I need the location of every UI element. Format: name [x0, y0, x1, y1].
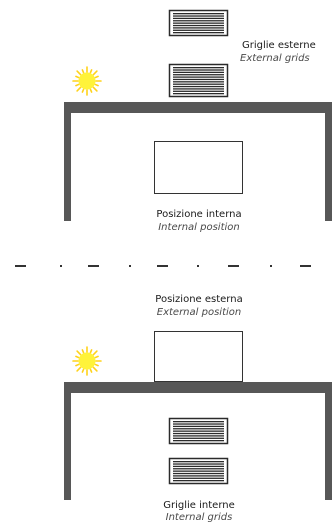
sun-ray — [81, 349, 85, 354]
grid-slat — [173, 472, 224, 475]
sun-ray — [89, 69, 93, 74]
sun-ray — [89, 349, 93, 354]
divider-line — [15, 265, 311, 267]
grid-icon — [168, 457, 229, 485]
sun-ray — [75, 75, 80, 79]
grid-icon — [168, 63, 229, 98]
sun-ray — [75, 355, 80, 359]
top-scene: Griglie esterne External grids Posizione… — [64, 9, 332, 233]
grid-slat — [173, 461, 224, 463]
grid-slat — [173, 477, 224, 479]
sun-ray — [89, 88, 93, 93]
grid-slat — [173, 475, 224, 477]
grid-slat — [173, 17, 224, 20]
grid-slat — [173, 93, 224, 95]
sun-ray — [76, 366, 82, 372]
grid-icon — [168, 9, 229, 37]
internal-position-label: Posizione interna — [156, 209, 241, 220]
sun-ray — [94, 355, 99, 359]
grid-slat — [173, 15, 224, 17]
sun-ray — [75, 83, 80, 87]
sun-ray — [76, 70, 82, 76]
grid-slat — [173, 468, 224, 470]
grid-slat — [173, 67, 224, 69]
grid-slat — [173, 428, 224, 430]
grid-slat — [173, 81, 224, 83]
grid-slat — [173, 76, 224, 78]
grid-slat — [173, 437, 224, 439]
grid-slat — [173, 435, 224, 437]
grid-slat — [173, 74, 224, 76]
grid-slat — [173, 85, 224, 88]
movable-panel — [154, 331, 243, 382]
external-grids-label: Griglie esterne — [242, 40, 316, 51]
grid-slat — [173, 421, 224, 423]
grid-slat — [173, 29, 224, 31]
sun-ray — [81, 88, 85, 93]
grid-slat — [173, 463, 224, 465]
sun-ray — [75, 363, 80, 367]
sun-ray — [81, 69, 85, 74]
grid-slat — [173, 440, 224, 442]
sun-ray — [94, 75, 99, 79]
grid-slat — [173, 69, 224, 71]
grid-slat — [173, 90, 224, 92]
internal-position-label-en: Internal position — [158, 222, 240, 233]
external-position-label: Posizione esterna — [155, 294, 242, 305]
grid-slat — [173, 83, 224, 85]
sun-ray — [89, 368, 93, 373]
grid-slat — [173, 465, 224, 468]
grid-slat — [173, 88, 224, 90]
sun-ray — [76, 86, 82, 92]
grid-slat — [173, 27, 224, 29]
sun-ray — [92, 86, 98, 92]
bottom-scene: Posizione esterna External position Grig… — [64, 294, 332, 523]
grid-slat — [173, 78, 224, 81]
sun-ray — [92, 70, 98, 76]
sun-ray — [81, 368, 85, 373]
sun-ray — [94, 363, 99, 367]
grid-slat — [173, 13, 224, 15]
grid-slat — [173, 432, 224, 435]
grid-slat — [173, 470, 224, 472]
grid-slat — [173, 430, 224, 432]
external-grids-label-en: External grids — [240, 53, 310, 64]
sun-ray — [92, 366, 98, 372]
grid-slat — [173, 24, 224, 27]
grid-slat — [173, 423, 224, 425]
movable-panel — [154, 141, 243, 194]
grid-slat — [173, 32, 224, 34]
external-position-label-en: External position — [157, 307, 241, 318]
sun-icon — [72, 346, 102, 376]
grid-slat — [173, 480, 224, 482]
grid-icon — [168, 417, 229, 445]
grid-slat — [173, 20, 224, 22]
grid-slat — [173, 425, 224, 428]
sun-ray — [92, 350, 98, 356]
sun-icon — [72, 66, 102, 96]
sun-ray — [94, 83, 99, 87]
internal-grids-label: Griglie interne — [163, 500, 235, 511]
sun-ray — [76, 350, 82, 356]
grid-slat — [173, 22, 224, 24]
internal-grids-label-en: Internal grids — [166, 512, 233, 523]
grid-slat — [173, 71, 224, 74]
